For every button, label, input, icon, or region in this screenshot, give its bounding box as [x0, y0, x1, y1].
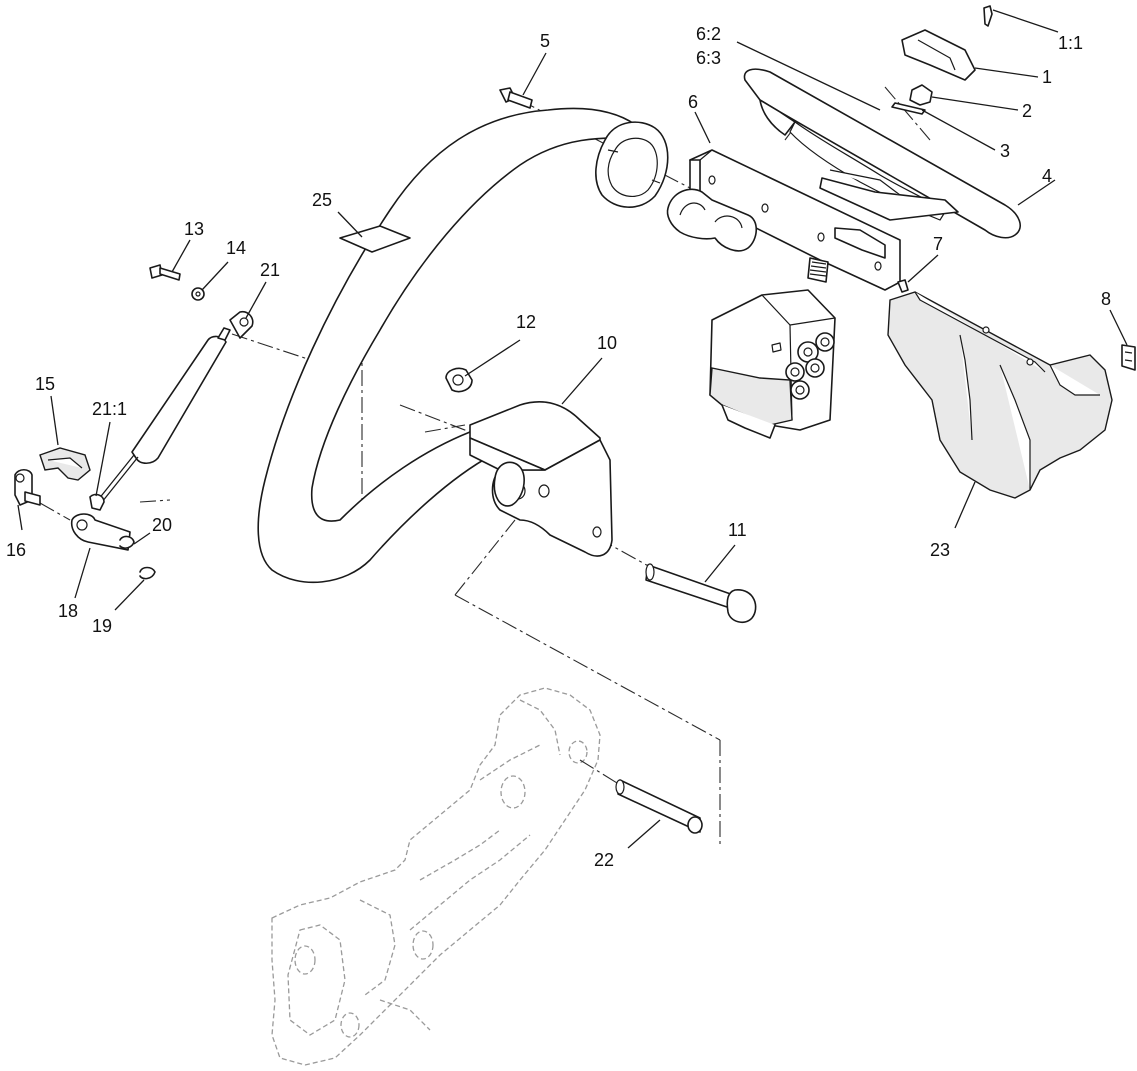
callout-16: 16 — [6, 540, 26, 560]
callout-19: 19 — [92, 616, 112, 636]
frame-casting-phantom — [271, 687, 601, 1066]
steering-control-unit — [709, 257, 836, 439]
washer — [891, 102, 926, 115]
nut-12 — [445, 367, 473, 393]
screw-1-1 — [983, 5, 993, 27]
steering-wheel — [743, 68, 1021, 239]
washer-14 — [191, 287, 205, 301]
callout-12: 12 — [516, 312, 536, 332]
clip-19 — [139, 566, 156, 580]
callout-21-1: 21:1 — [92, 399, 127, 419]
bolt-13 — [149, 264, 181, 281]
callout-6: 6 — [688, 92, 698, 112]
callout-25: 25 — [312, 190, 332, 210]
spacer-22 — [615, 779, 703, 834]
callout-1-1: 1:1 — [1058, 33, 1083, 53]
callout-1: 1 — [1042, 67, 1052, 87]
callout-18: 18 — [58, 601, 78, 621]
pivot-16 — [14, 468, 41, 506]
callout-20: 20 — [152, 515, 172, 535]
bolt — [499, 87, 533, 109]
callout-6-3: 6:3 — [696, 48, 721, 68]
column-mount-plate — [666, 149, 901, 291]
callout-14: 14 — [226, 238, 246, 258]
nut — [909, 84, 933, 106]
callout-13: 13 — [184, 219, 204, 239]
bracket-15 — [39, 447, 91, 481]
callout-2: 2 — [1022, 101, 1032, 121]
pivot-pin — [645, 563, 757, 624]
ball-stud-21-1 — [89, 493, 105, 511]
callout-6-2: 6:2 — [696, 24, 721, 44]
callout-11: 11 — [728, 520, 747, 540]
callout-3: 3 — [1000, 141, 1010, 161]
steering-column-tube — [257, 107, 651, 584]
callout-22: 22 — [594, 850, 614, 870]
callout-5: 5 — [540, 31, 550, 51]
steering-wheel-cap — [901, 29, 976, 81]
callout-7: 7 — [933, 234, 943, 254]
tube-flange — [595, 121, 669, 208]
clip — [1121, 344, 1136, 371]
decal — [339, 225, 411, 253]
callout-23: 23 — [930, 540, 950, 560]
screw — [897, 279, 909, 293]
callout-4: 4 — [1042, 166, 1052, 186]
gas-spring — [97, 310, 254, 503]
clip-20 — [119, 535, 135, 549]
callout-labels: 1:1 1 2 3 4 5 6:2 6:3 6 7 8 10 11 12 13 … — [6, 24, 1111, 870]
callout-10: 10 — [597, 333, 617, 353]
leader-lines — [17, 9, 1128, 849]
callout-15: 15 — [35, 374, 55, 394]
callout-21: 21 — [260, 260, 280, 280]
pivot-bracket — [469, 401, 613, 557]
column-cover — [887, 291, 1113, 499]
callout-8: 8 — [1101, 289, 1111, 309]
